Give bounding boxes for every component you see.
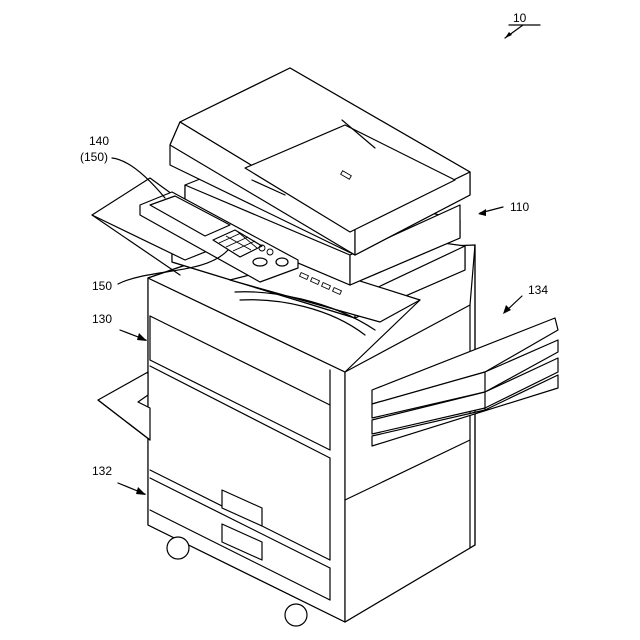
label-output-trays: 134 (528, 283, 548, 297)
label-device: 10 (513, 11, 527, 25)
label-paper-unit: 132 (92, 464, 112, 478)
label-body-unit: 130 (92, 312, 112, 326)
label-panel-alt: (150) (80, 150, 108, 164)
label-reader-unit: 110 (510, 200, 529, 214)
label-keypad: 150 (92, 279, 112, 293)
label-panel: 140 (89, 134, 109, 148)
